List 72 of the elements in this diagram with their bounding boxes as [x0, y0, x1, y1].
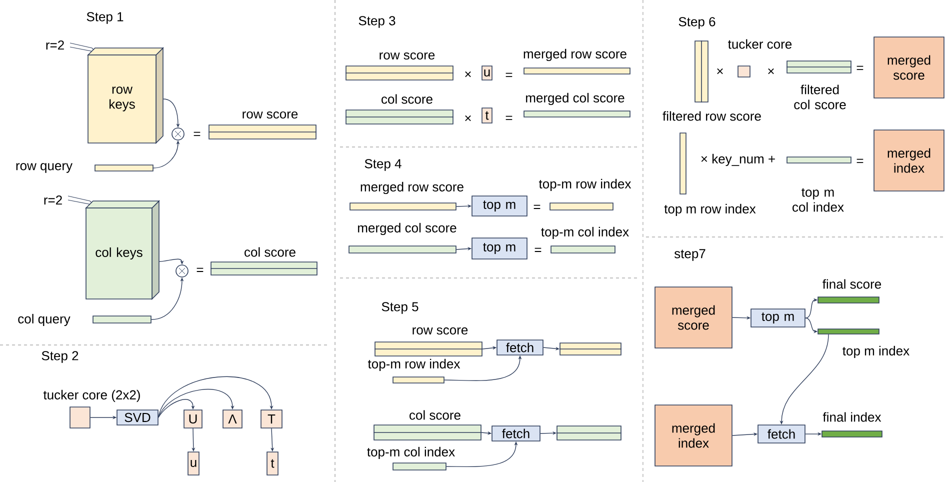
- operation-box: top m: [750, 308, 806, 328]
- equals-sign: =: [534, 204, 540, 209]
- equals-sign: =: [856, 158, 864, 163]
- multiply-sign: ×: [465, 71, 471, 78]
- matrix-box: U: [184, 410, 202, 428]
- bar-label: row score: [242, 111, 298, 119]
- step-title: step7: [674, 249, 706, 261]
- bar-label: tucker core (2x2): [43, 390, 140, 402]
- bar-label: top m index: [842, 346, 910, 358]
- result-box: merged index: [654, 404, 732, 466]
- operation-box: SVD: [116, 410, 158, 426]
- operation-box: top m: [472, 238, 528, 260]
- rank-label: r=2: [46, 40, 64, 50]
- rank-label: r=2: [44, 195, 62, 205]
- matrix-box: Λ: [222, 410, 242, 428]
- bar-label: top-m row index: [368, 358, 460, 372]
- formula-label: × key_num +: [701, 154, 775, 166]
- bar-label: top-m row index: [538, 178, 632, 192]
- multiply-sign: ×: [768, 68, 774, 74]
- step-title: Step 5: [382, 302, 418, 314]
- equals-sign: =: [506, 72, 512, 77]
- multiply-sign: ×: [465, 115, 471, 122]
- matrix-box: t: [266, 452, 278, 476]
- equals-sign: =: [196, 268, 204, 272]
- bar-label: merged col score: [358, 222, 456, 236]
- bar-label: top m row index: [664, 204, 756, 216]
- operation-box: fetch: [492, 426, 540, 442]
- operation-box: fetch: [496, 340, 544, 356]
- multiply-circle: [172, 128, 184, 140]
- matrix-box: u: [188, 452, 200, 476]
- bar-label: col query: [18, 314, 70, 326]
- bar-label: top-m col index: [541, 226, 629, 240]
- operation-box: fetch: [758, 424, 806, 444]
- bar-label: row score: [380, 52, 435, 60]
- bar-label: filtered row score: [662, 111, 761, 121]
- matrix-box: t: [482, 108, 492, 124]
- bar-label: final index: [822, 412, 882, 422]
- equals-sign: =: [506, 116, 512, 120]
- bar-label: tucker core: [728, 39, 792, 49]
- bar-label: merged row score: [524, 48, 626, 62]
- arrow: [158, 388, 234, 418]
- bar-label: row query: [16, 163, 72, 173]
- bar-label: top m col index: [792, 188, 844, 212]
- arrow: [158, 399, 195, 418]
- vector-bar: [556, 426, 622, 440]
- bar-label: merged row score: [360, 182, 464, 194]
- step-title: Step 6: [678, 17, 716, 29]
- result-box: merged index: [874, 130, 944, 192]
- step-title: Step 4: [364, 159, 402, 171]
- matrix-box: T: [260, 410, 282, 428]
- operation-box: top m: [472, 196, 528, 216]
- multiply-circle: [176, 264, 188, 278]
- bar-label: col score: [410, 410, 460, 420]
- bar-label: top-m col index: [367, 446, 455, 460]
- equals-sign: =: [194, 132, 200, 136]
- step-title: Step 2: [42, 351, 78, 363]
- bar-label: final score: [822, 279, 882, 289]
- vector-bar: [559, 342, 622, 356]
- bar-label: col score: [382, 94, 432, 104]
- result-box: merged score: [654, 286, 732, 348]
- bar-label: row score: [412, 327, 468, 335]
- result-box: merged score: [874, 36, 944, 98]
- multiply-sign: ×: [717, 68, 723, 74]
- step-title: Step 3: [358, 16, 396, 28]
- matrix-box: u: [482, 66, 492, 80]
- bar-label: filtered col score: [794, 84, 846, 110]
- bar-label: col score: [244, 247, 296, 257]
- equals-sign: =: [856, 66, 864, 70]
- equals-sign: =: [534, 248, 542, 252]
- step-title: Step 1: [86, 12, 124, 24]
- arrow: [158, 376, 274, 418]
- bar-label: merged col score: [526, 92, 624, 106]
